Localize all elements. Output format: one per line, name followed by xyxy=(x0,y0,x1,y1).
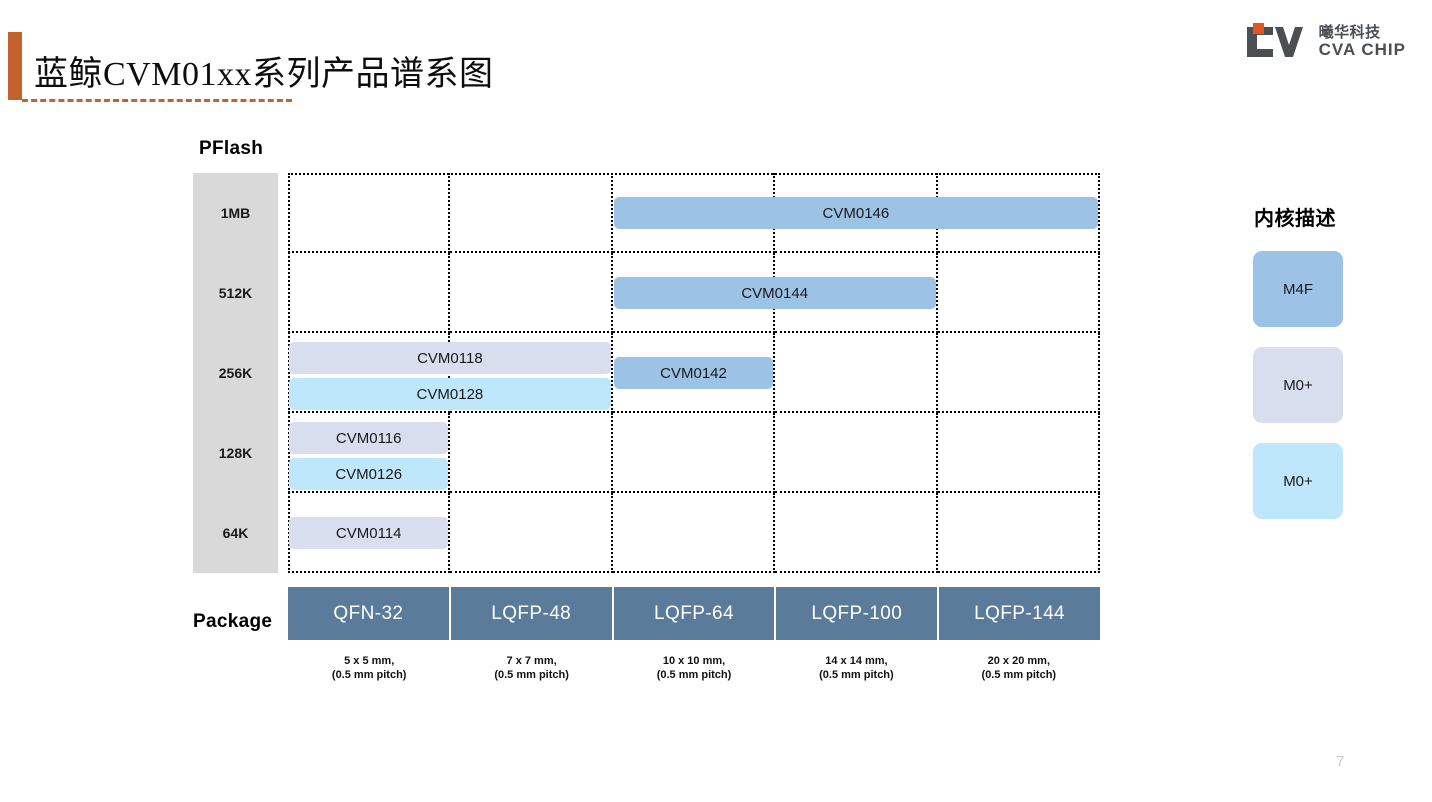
grid-cell xyxy=(937,413,1100,493)
cva-logo-icon xyxy=(1243,23,1309,61)
product-bar-cvm0144[interactable]: CVM0144 xyxy=(613,277,936,309)
grid-cell xyxy=(288,173,451,253)
grid-cell xyxy=(775,253,938,333)
grid-cell xyxy=(775,493,938,573)
pflash-tick-1mb: 1MB xyxy=(220,205,251,221)
grid-cell xyxy=(450,253,613,333)
pflash-tick-512k: 512K xyxy=(218,285,253,301)
package-size-notes: 5 x 5 mm,(0.5 mm pitch) 7 x 7 mm,(0.5 mm … xyxy=(288,655,1100,683)
grid-cell xyxy=(937,173,1100,253)
grid-cell xyxy=(775,413,938,493)
logo-accent-square xyxy=(1252,23,1264,34)
company-logo: 曦华科技 CVA CHIP xyxy=(1243,18,1406,66)
legend-chip-0: M4F xyxy=(1253,251,1343,327)
pflash-axis: 1MB 512K 256K 128K 64K xyxy=(193,173,278,573)
title-accent-bar xyxy=(8,32,22,100)
product-bar-cvm0116[interactable]: CVM0116 xyxy=(289,422,449,454)
logo-text-cn: 曦华科技 xyxy=(1318,23,1381,41)
package-cell-lqfp-144[interactable]: LQFP-144 xyxy=(939,587,1100,640)
grid-cell xyxy=(612,493,776,573)
legend-title: 内核描述 xyxy=(1254,208,1336,230)
grid-cell xyxy=(612,333,776,413)
grid-cell xyxy=(612,413,776,493)
logo-text-en: CVA CHIP xyxy=(1318,39,1406,59)
package-size-note: 5 x 5 mm,(0.5 mm pitch) xyxy=(331,655,407,681)
package-cell-lqfp-100[interactable]: LQFP-100 xyxy=(776,587,938,640)
package-size-note: 10 x 10 mm,(0.5 mm pitch) xyxy=(656,655,732,681)
package-size-note: 20 x 20 mm,(0.5 mm pitch) xyxy=(981,655,1057,681)
product-bar-cvm0128[interactable]: CVM0128 xyxy=(289,378,611,410)
grid-top-border xyxy=(288,173,1100,175)
legend-chip-2: M0+ xyxy=(1253,443,1343,519)
package-axis-title: Package xyxy=(193,611,273,632)
page-number: 7 xyxy=(1336,753,1345,770)
grid-cell xyxy=(288,493,451,573)
package-size-note: 14 x 14 mm,(0.5 mm pitch) xyxy=(819,655,894,681)
pflash-tick-64k: 64K xyxy=(222,525,249,541)
page-title: 蓝鲸CVM01xx系列产品谱系图 xyxy=(34,56,494,93)
grid-cell xyxy=(937,333,1100,413)
title-divider xyxy=(22,99,292,102)
product-bar-cvm0142[interactable]: CVM0142 xyxy=(613,357,774,389)
grid-cell xyxy=(450,413,613,493)
product-bar-cvm0146[interactable]: CVM0146 xyxy=(613,197,1098,229)
grid-cell xyxy=(450,173,613,253)
pflash-axis-title: PFlash xyxy=(199,138,264,159)
package-cell-lqfp-64[interactable]: LQFP-64 xyxy=(613,587,775,640)
grid-cell xyxy=(288,413,451,493)
grid-left-border xyxy=(288,173,290,573)
legend-chip-1: M0+ xyxy=(1253,347,1343,423)
package-size-note: 7 x 7 mm,(0.5 mm pitch) xyxy=(494,655,569,681)
pflash-tick-128k: 128K xyxy=(218,445,253,461)
grid-cell xyxy=(450,333,613,413)
grid-cell xyxy=(775,333,938,413)
grid-cell xyxy=(937,493,1100,573)
package-cell-lqfp-48[interactable]: LQFP-48 xyxy=(450,587,612,640)
product-bar-cvm0118[interactable]: CVM0118 xyxy=(289,342,611,374)
grid-cell xyxy=(937,253,1100,333)
product-bar-cvm0114[interactable]: CVM0114 xyxy=(289,517,449,549)
product-bar-cvm0126[interactable]: CVM0126 xyxy=(289,458,449,490)
pflash-tick-256k: 256K xyxy=(218,365,253,381)
grid-cell xyxy=(450,493,613,573)
grid-cell xyxy=(288,253,451,333)
package-cell-qfn-32[interactable]: QFN-32 xyxy=(288,587,449,640)
